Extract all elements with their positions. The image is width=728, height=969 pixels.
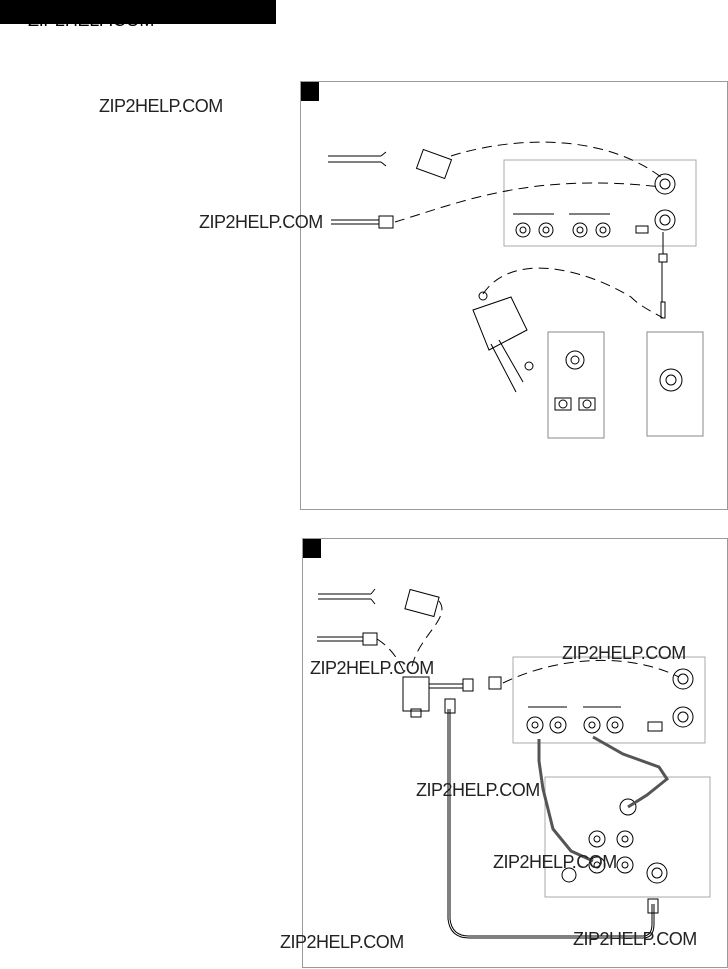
watermark: ZIP2HELP.COM <box>99 96 223 116</box>
panel-1-badge <box>301 82 319 101</box>
diagram-panel-1 <box>300 81 728 510</box>
diagram-2-illustration <box>317 588 711 939</box>
watermark: ZIP2HELP.COM <box>573 929 697 949</box>
watermark: ZIP2HELP.COM <box>562 643 686 663</box>
watermark: ZIP2HELP.COM <box>199 212 323 232</box>
panel-2-badge <box>303 539 321 558</box>
header-title: ZIP2HELP.COM <box>25 9 277 30</box>
watermark: ZIP2HELP.COM <box>280 932 404 952</box>
diagram-1-illustration <box>328 141 704 439</box>
watermark: ZIP2HELP.COM <box>416 780 540 800</box>
watermark: ZIP2HELP.COM <box>493 852 617 872</box>
diagram-panel-2 <box>302 538 728 968</box>
watermark: ZIP2HELP.COM <box>310 658 434 678</box>
